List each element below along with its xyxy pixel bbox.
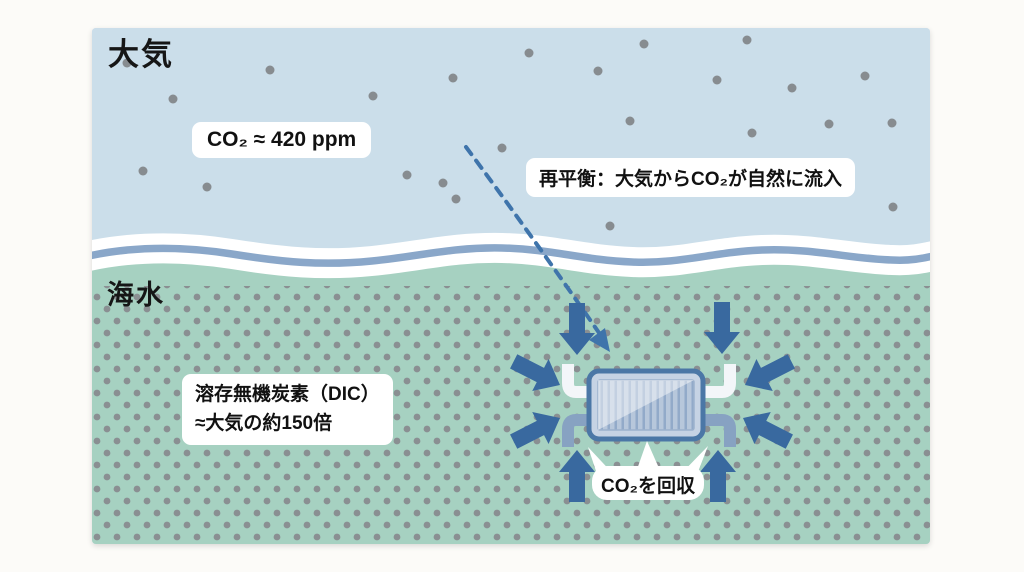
pipe-top-left bbox=[562, 364, 592, 398]
diagram-canvas bbox=[92, 28, 930, 544]
co2-capture-label: CO₂を回収 bbox=[601, 476, 695, 497]
pipe-bottom-left bbox=[562, 414, 592, 447]
dic-concentration-label: 溶存無機炭素（DIC） ≈大気の約150倍 bbox=[182, 374, 393, 445]
atmosphere-co2-dots bbox=[122, 35, 898, 231]
sea-surface-wave bbox=[92, 232, 930, 279]
atmosphere-region-label: 大気 bbox=[108, 37, 174, 72]
reequilibration-label: 再平衡：大気からCO₂が自然に流入 bbox=[526, 158, 855, 197]
dashed-inflow-arrow bbox=[464, 145, 610, 352]
co2-concentration-label: CO₂ ≈ 420 ppm bbox=[192, 122, 372, 158]
dic-label-line2: ≈大気の約150倍 bbox=[195, 412, 333, 434]
device-pipes bbox=[562, 364, 736, 447]
capture-speech-bubble bbox=[588, 441, 708, 500]
pipe-bottom-right bbox=[700, 414, 736, 447]
pipe-top-right bbox=[700, 364, 736, 398]
seawater-region-label: 海水 bbox=[107, 280, 165, 310]
dic-label-line1: 溶存無機炭素（DIC） bbox=[195, 384, 380, 405]
ocean-carbon-capture-diagram: 大気 CO₂ ≈ 420 ppm 再平衡：大気からCO₂が自然に流入 海水 溶存… bbox=[92, 28, 930, 544]
co2-capture-device-icon bbox=[586, 368, 706, 442]
